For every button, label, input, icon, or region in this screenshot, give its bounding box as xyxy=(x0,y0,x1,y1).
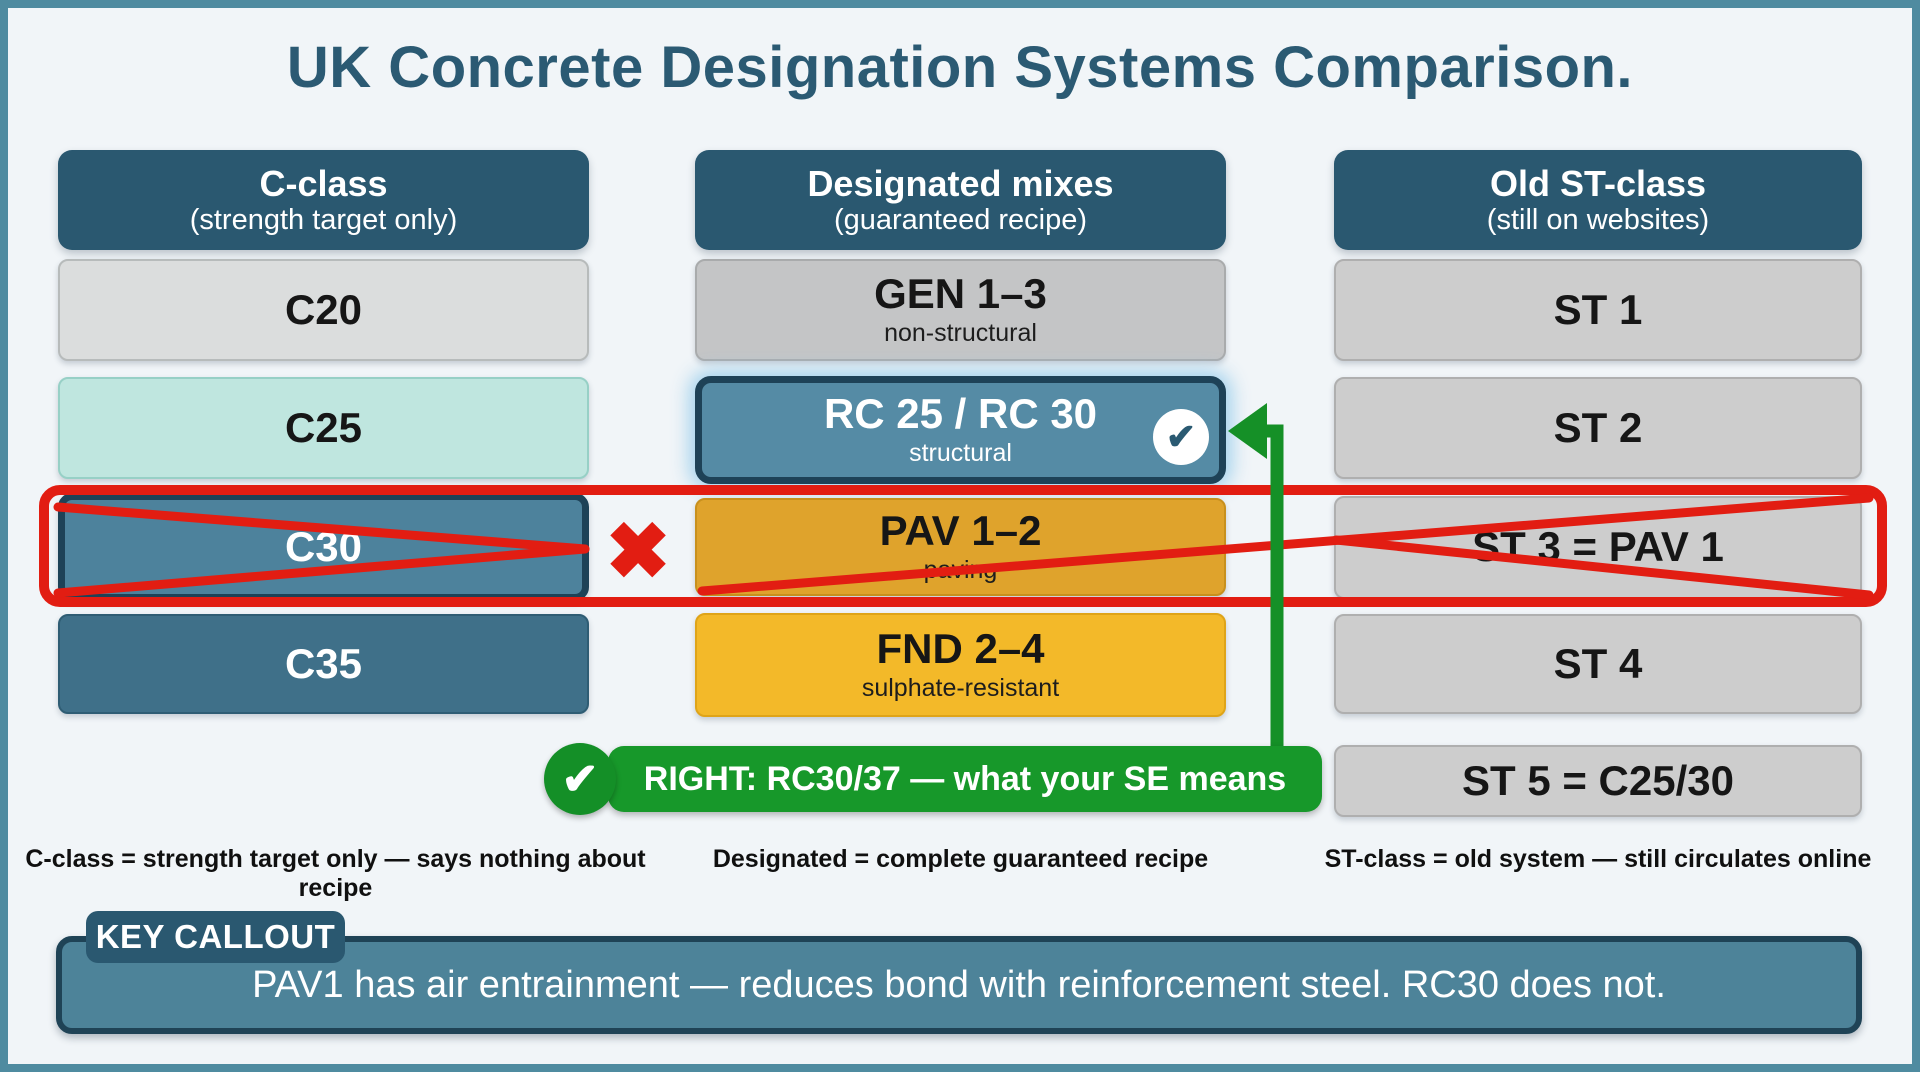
header-c-class: C-class (strength target only) xyxy=(58,150,589,250)
page-title: UK Concrete Designation Systems Comparis… xyxy=(286,35,1634,100)
header-designated-mixes: Designated mixes (guaranteed recipe) xyxy=(695,150,1226,250)
row-c25: C25 xyxy=(58,377,589,479)
right-check-icon: ✔ xyxy=(544,743,616,815)
header-c-class-subtitle: (strength target only) xyxy=(189,204,458,237)
row-st3-pav1-crossed: ST 3 = PAV 1 xyxy=(1334,496,1862,599)
row-c20-label: C20 xyxy=(284,285,363,333)
row-pav-sublabel: paving xyxy=(923,556,998,585)
row-fnd-2-4: FND 2–4 sulphate-resistant xyxy=(695,613,1226,717)
row-fnd-label: FND 2–4 xyxy=(876,625,1045,673)
row-pav-1-2-crossed: PAV 1–2 paving xyxy=(695,498,1226,596)
row-st1: ST 1 xyxy=(1334,259,1862,361)
header-st-subtitle: (still on websites) xyxy=(1486,204,1710,237)
row-c20: C20 xyxy=(58,259,589,361)
row-c35: C35 xyxy=(58,614,589,714)
row-st5-c2530: ST 5 = C25/30 xyxy=(1334,745,1862,817)
row-gen-1-3: GEN 1–3 non-structural xyxy=(695,259,1226,361)
header-c-class-title: C-class xyxy=(259,162,388,204)
row-gen-label: GEN 1–3 xyxy=(874,270,1047,318)
row-st2: ST 2 xyxy=(1334,377,1862,479)
wrong-x-icon: ✖ xyxy=(605,507,671,595)
row-st1-label: ST 1 xyxy=(1553,285,1643,333)
header-designated-subtitle: (guaranteed recipe) xyxy=(833,204,1088,237)
row-st2-label: ST 2 xyxy=(1553,403,1643,451)
row-rc-sublabel: structural xyxy=(909,439,1012,468)
row-st5-label: ST 5 = C25/30 xyxy=(1462,756,1734,804)
row-gen-sublabel: non-structural xyxy=(884,319,1037,348)
green-arrow-line xyxy=(1262,424,1284,756)
green-arrow-head-icon xyxy=(1228,403,1267,459)
row-c30-label: C30 xyxy=(284,522,363,570)
row-fnd-sublabel: sulphate-resistant xyxy=(861,674,1060,703)
row-c35-label: C35 xyxy=(284,639,363,687)
footnote-st-class: ST-class = old system — still circulates… xyxy=(1324,845,1872,873)
row-rc-label: RC 25 / RC 30 xyxy=(823,390,1098,438)
row-pav-label: PAV 1–2 xyxy=(879,507,1042,555)
header-st-title: Old ST-class xyxy=(1489,162,1707,204)
row-st4: ST 4 xyxy=(1334,614,1862,714)
right-banner: RIGHT: RC30/37 — what your SE means xyxy=(608,746,1322,812)
header-designated-title: Designated mixes xyxy=(807,162,1114,204)
row-rc25-rc30-highlighted: RC 25 / RC 30 structural ✔ xyxy=(695,376,1226,484)
row-c25-label: C25 xyxy=(284,403,363,451)
footnote-c-class: C-class = strength target only — says no… xyxy=(25,845,646,902)
row-c30-crossed: C30 xyxy=(58,493,589,601)
row-st3-label: ST 3 = PAV 1 xyxy=(1472,523,1724,571)
key-callout-text: PAV1 has air entrainment — reduces bond … xyxy=(56,936,1862,1034)
key-callout-tag: KEY CALLOUT xyxy=(86,911,345,963)
header-st-class: Old ST-class (still on websites) xyxy=(1334,150,1862,250)
footnote-designated: Designated = complete guaranteed recipe xyxy=(712,845,1209,873)
check-circle-icon: ✔ xyxy=(1153,409,1209,465)
row-st4-label: ST 4 xyxy=(1553,639,1643,687)
